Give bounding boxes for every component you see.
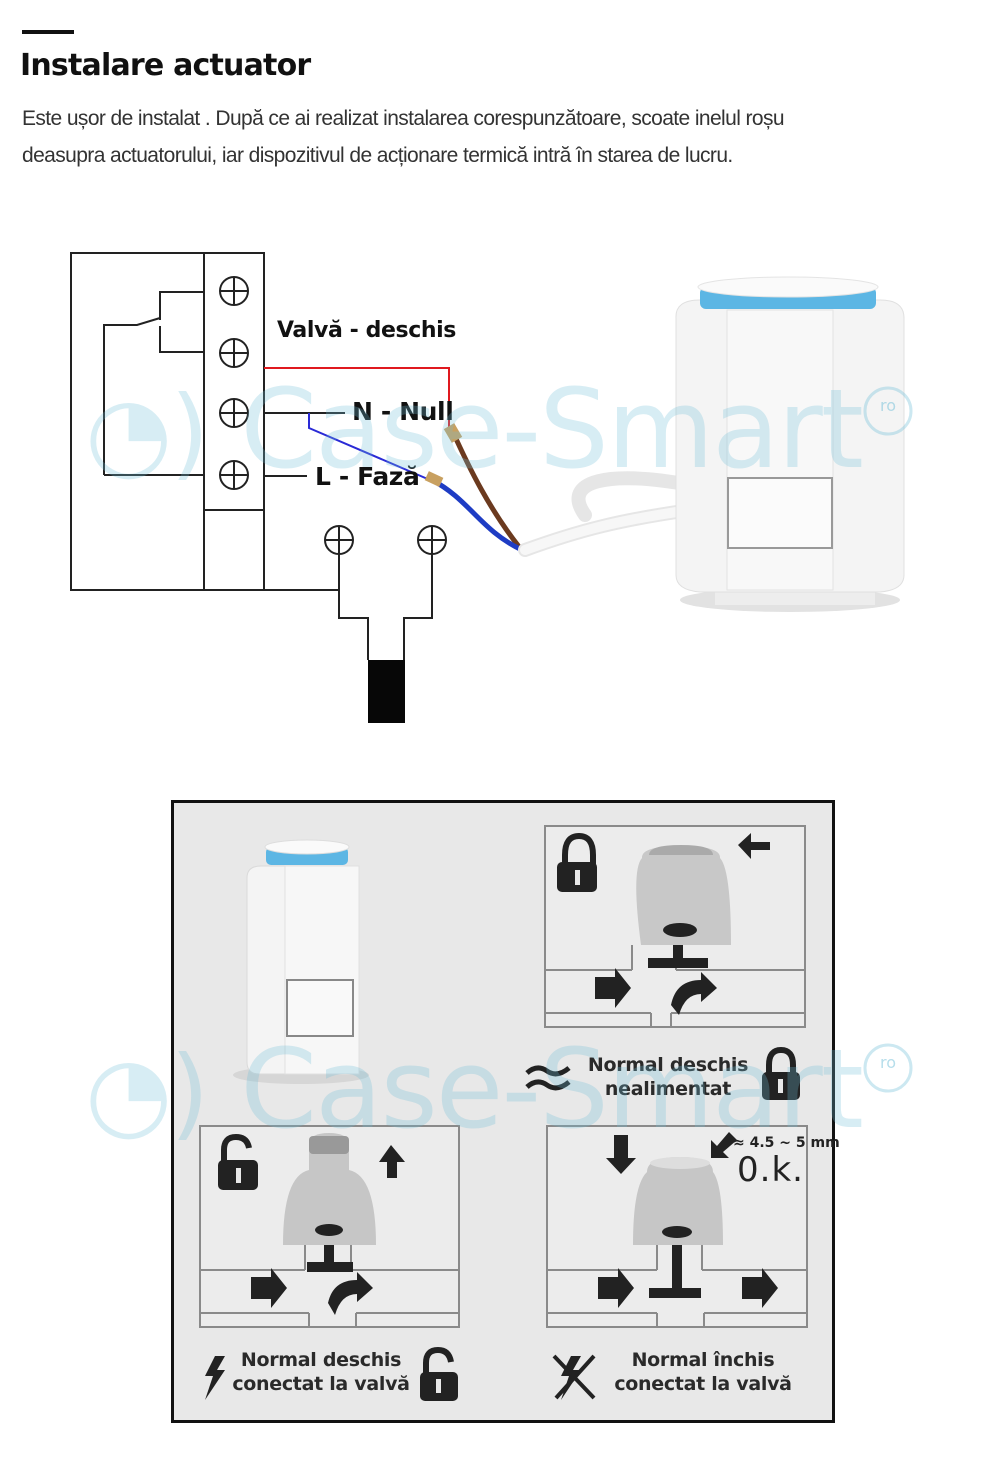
- ok-label: 0.k.: [737, 1150, 804, 1190]
- lock-closed-icon: [762, 1046, 800, 1100]
- watermark-ro-badge: ro: [863, 386, 913, 436]
- flow-arrow-right-icon: [595, 968, 631, 1008]
- label-phase: L - Fază: [315, 462, 420, 491]
- lock-open-icon: [420, 1346, 458, 1401]
- controller-box: [70, 252, 265, 591]
- intro-paragraph: Este ușor de instalat . După ce ai reali…: [22, 100, 962, 174]
- flow-arrow-right-icon: [742, 1268, 778, 1308]
- lock-closed-icon: [557, 832, 597, 892]
- wiring-diagram: [70, 252, 905, 723]
- caption-line-1: Normal deschis: [240, 1349, 402, 1371]
- svg-text:ro: ro: [880, 396, 896, 415]
- arrow-down-icon: [606, 1135, 636, 1174]
- heat-waves-icon: [525, 1065, 571, 1091]
- caption-normally-closed-connected: Normal închis conectat la valvă: [610, 1348, 796, 1396]
- flow-curve-arrow-icon: [328, 1272, 373, 1315]
- watermark-ro-badge-bottom: ro: [863, 1043, 913, 1093]
- arrow-diagonal-icon: [711, 1132, 737, 1158]
- flow-curve-arrow-icon: [671, 972, 717, 1015]
- page-title: Instalare actuator: [20, 48, 311, 83]
- caption-line-2: conectat la valvă: [232, 1373, 410, 1395]
- blue-lead: [430, 477, 524, 553]
- lightning-crossed-icon: [552, 1354, 596, 1400]
- diagram-normally-open-connected: [199, 1125, 460, 1328]
- flow-arrow-right-icon: [251, 1268, 287, 1308]
- temperature-sensor: [368, 660, 405, 723]
- caption-line-1: Normal închis: [631, 1349, 775, 1371]
- arrow-up-icon: [379, 1145, 405, 1178]
- caption-line-2: conectat la valvă: [614, 1373, 792, 1395]
- lightning-icon: [205, 1356, 225, 1400]
- caption-line-1: Normal deschis: [587, 1054, 749, 1076]
- actuator-image: [675, 276, 905, 612]
- intro-line-2: deasupra actuatorului, iar dispozitivul …: [22, 144, 733, 167]
- red-wire: [264, 367, 450, 430]
- label-valve-open: Valvă - deschis: [277, 318, 456, 343]
- actuator-product-image: [233, 839, 369, 1084]
- flow-arrow-right-icon: [598, 1268, 634, 1308]
- header-rule: [22, 30, 74, 34]
- terminal-screws: [219, 276, 447, 555]
- diagram-normally-open-unpowered: [544, 825, 806, 1028]
- diagram-normally-closed-connected: [546, 1125, 808, 1328]
- caption-line-2: nealimentat: [604, 1078, 732, 1100]
- caption-normally-open-connected: Normal deschis conectat la valvă: [228, 1348, 414, 1396]
- label-neutral: N - Null: [352, 397, 454, 426]
- svg-text:ro: ro: [880, 1053, 896, 1072]
- arrow-left-icon: [738, 833, 770, 859]
- modes-illustrations: [199, 825, 808, 1401]
- terminal-block: [203, 252, 265, 511]
- relay-switch: [103, 317, 161, 475]
- lock-open-icon: [218, 1133, 258, 1190]
- intro-line-1: Este ușor de instalat . După ce ai reali…: [22, 107, 785, 130]
- stroke-note: ≈ 4.5 ~ 5 mm: [733, 1135, 840, 1151]
- caption-normally-open-unpowered: Normal deschis nealimentat: [583, 1053, 753, 1101]
- brown-lead: [449, 428, 522, 550]
- blue-wire: [308, 413, 431, 481]
